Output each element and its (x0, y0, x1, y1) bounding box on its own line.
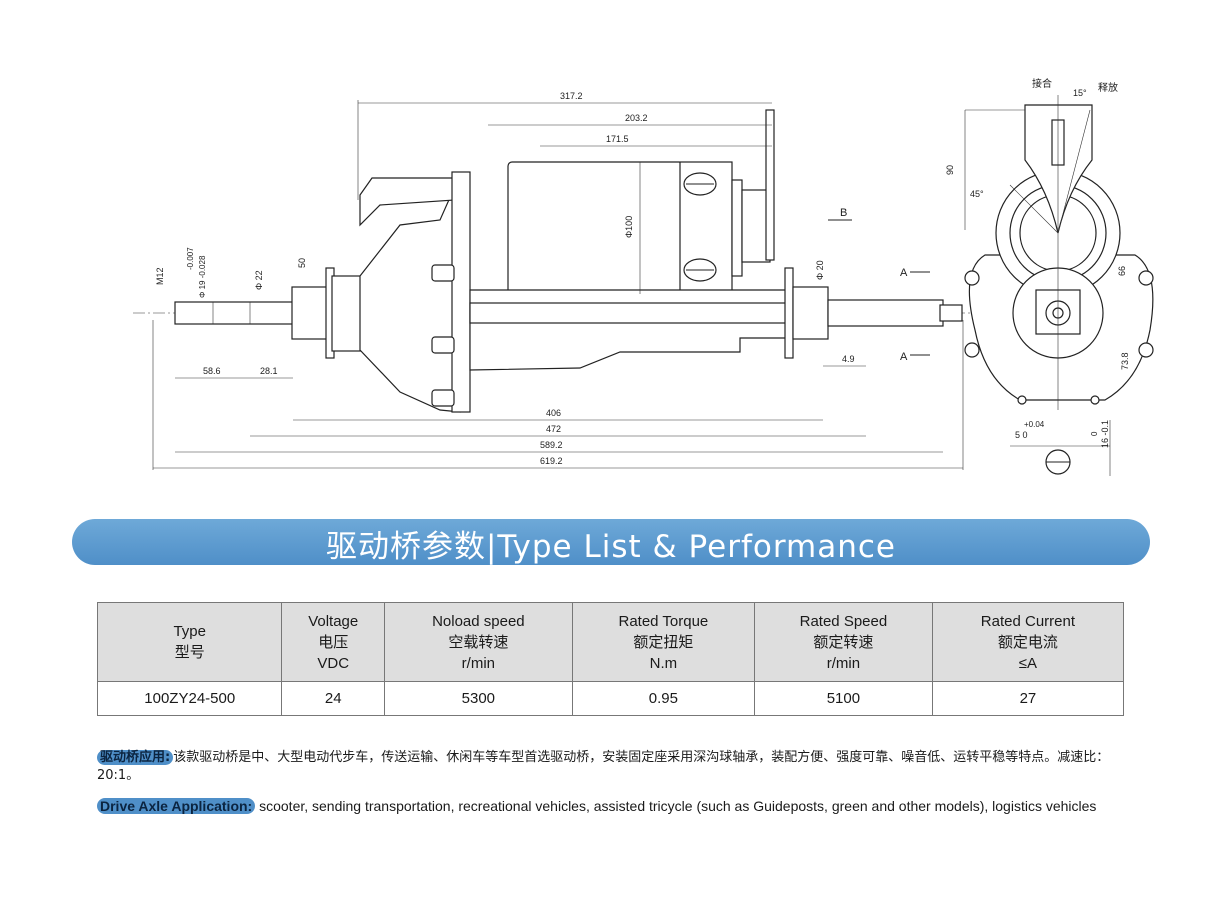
header-cn: 型号 (174, 643, 205, 661)
banner-title: 驱动桥参数|Type List & Performance (325, 529, 897, 565)
application-note-cn: 驱动桥应用:该款驱动桥是中、大型电动代步车，传送运输、休闲车等车型首选驱动桥，安… (97, 749, 1137, 785)
header-cn: 额定扭矩 (633, 632, 694, 651)
dim-phi100: Φ100 (624, 216, 634, 238)
left-shaft (174, 301, 296, 325)
header-cn: 额定电流 (997, 632, 1058, 651)
header-en: Rated Torque (618, 612, 709, 630)
header-en: Type (173, 623, 206, 640)
header-unit: ≤A (1018, 654, 1038, 672)
dim-171: 171.5 (606, 134, 629, 144)
column-header: Noload speed 空载转速 r/min (383, 602, 573, 682)
column-header: Rated Current 额定电流 ≤A (931, 602, 1125, 682)
dim-4-9: 4.9 (842, 354, 855, 364)
table-cell: 0.95 (571, 681, 756, 716)
dim-50: 50 (297, 258, 307, 268)
column-header: Rated Torque 额定扭矩 N.m (571, 602, 756, 682)
application-text-cn: 该款驱动桥是中、大型电动代步车，传送运输、休闲车等车型首选驱动桥，安装固定座采用… (97, 750, 1110, 783)
bolt-heads (431, 264, 455, 407)
header-en: Rated Speed (799, 612, 888, 630)
application-tag-en: Drive Axle Application: (97, 798, 256, 814)
motor-body (507, 161, 684, 295)
dim-phi22: Φ 22 (254, 270, 264, 290)
dim-619: 619.2 (540, 456, 563, 466)
dim-58: 58.6 (203, 366, 221, 376)
dim-16-tol: 0 (1090, 431, 1099, 436)
column-header: Rated Speed 额定转速 r/min (754, 602, 933, 682)
dim-tol-plus: +0.04 (1024, 420, 1045, 429)
header-cn: 空载转速 (448, 632, 509, 651)
table-cell: 5100 (754, 681, 933, 716)
dim-45deg: 45° (970, 189, 984, 199)
header-cn: 额定转速 (813, 632, 874, 651)
header-cn: 电压 (318, 632, 349, 651)
section-label-a-top: A (900, 267, 908, 279)
dim-m12: M12 (155, 267, 165, 285)
dim-317: 317.2 (560, 91, 583, 101)
header-unit: r/min (461, 654, 496, 672)
dim-472: 472 (546, 424, 561, 434)
header-unit: N.m (649, 654, 678, 672)
header-en: Rated Current (980, 612, 1076, 630)
column-header: Type 型号 (96, 602, 283, 682)
application-tag-cn: 驱动桥应用: (97, 750, 174, 765)
table-cell: 27 (931, 681, 1125, 716)
table-cell: 24 (281, 681, 385, 716)
dim-19-tol: -0.007 (186, 247, 195, 270)
label-engage: 接合 (1032, 77, 1052, 90)
header-en: Voltage (308, 612, 359, 630)
header-unit: r/min (826, 654, 861, 672)
dim-203: 203.2 (625, 113, 648, 123)
dim-406: 406 (546, 408, 561, 418)
dim-66: 66 (1117, 266, 1127, 276)
application-text-en: scooter, sending transportation, recreat… (255, 798, 1097, 814)
table-cell: 5300 (383, 681, 573, 716)
side-view (964, 95, 1154, 476)
header-en: Noload speed (432, 612, 525, 630)
dim-589: 589.2 (540, 440, 563, 450)
dimension-lines (152, 100, 964, 470)
section-banner: 驱动桥参数|Type List & Performance (72, 519, 1150, 565)
dim-15deg: 15° (1073, 88, 1087, 98)
dim-16: 16 -0.1 (1100, 420, 1110, 448)
column-header: Voltage 电压 VDC (281, 602, 385, 682)
right-axle (469, 302, 831, 324)
section-label-a-bottom: A (900, 351, 908, 363)
header-unit: VDC (317, 654, 350, 672)
table-cell: 100ZY24-500 (96, 681, 283, 716)
view-label-b: B (840, 207, 847, 219)
dim-90: 90 (945, 165, 955, 175)
application-note-en: Drive Axle Application: scooter, sending… (97, 797, 1137, 815)
technical-drawing: 317.2 203.2 171.5 Φ100 406 472 589.2 619… (133, 77, 1154, 476)
dim-phi20: Φ 20 (815, 260, 825, 280)
dim-28: 28.1 (260, 366, 278, 376)
label-release: 释放 (1098, 81, 1118, 94)
dim-5: 5 0 (1015, 430, 1028, 440)
dim-73-8: 73.8 (1120, 352, 1130, 370)
dim-19: Φ 19 -0.028 (198, 255, 207, 298)
